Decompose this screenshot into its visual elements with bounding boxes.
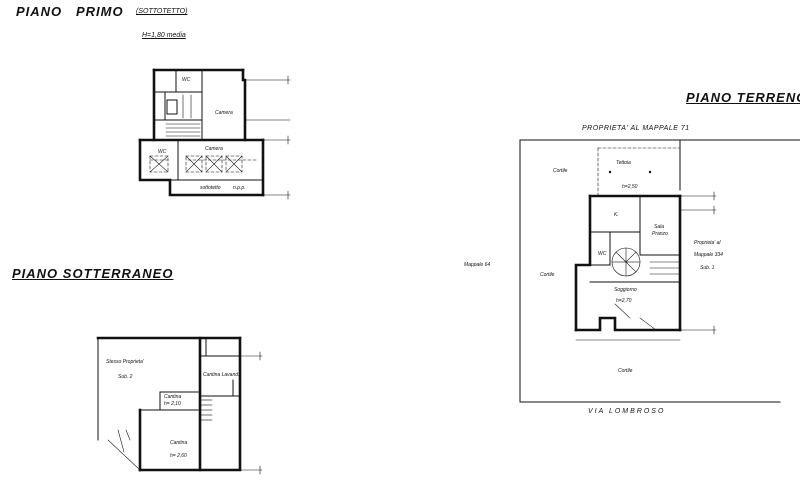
terreno-room-tettoia: Tettoia: [616, 160, 631, 166]
primo-room-sottotetto: sottotetto: [200, 185, 221, 191]
sott-room-cantina-lavanderia: Cantina Lavand.: [203, 372, 240, 378]
sott-room-cantina-big: Cantina: [170, 440, 188, 446]
terreno-room-sala-pranzo-1: Sala: [654, 224, 665, 230]
primo-room-wc-top: WC: [182, 77, 191, 83]
terreno-top-label: PROPRIETA' AL MAPPALE 71: [582, 125, 690, 132]
primo-title-b: PRIMO: [76, 4, 124, 19]
primo-room-camera-right: Camera: [215, 110, 233, 116]
piano-sotterraneo-plan: [96, 336, 263, 475]
sott-room-cantina-small: Cantina: [164, 394, 182, 400]
terreno-room-soggiorno-h: h=2,70: [616, 298, 632, 304]
terreno-room-k: K.: [614, 212, 619, 218]
sott-room-sub: Sub. 2: [118, 374, 133, 380]
terreno-right-label-1: Proprieta' al: [694, 240, 721, 246]
primo-room-camera-mid: Camera: [205, 146, 223, 152]
terreno-room-cortile-left: Cortile: [540, 272, 555, 278]
terreno-right-label-3: Sub. 1: [700, 265, 715, 271]
piano-terreno-plan: [519, 139, 800, 403]
primo-height-note: H=1,80 media: [142, 32, 186, 39]
primo-title-a: PIANO: [16, 4, 63, 19]
sott-room-cantina-big-h: h= 2,60: [170, 453, 187, 459]
terreno-room-sala-pranzo-2: Pranzo: [652, 231, 668, 237]
piano-primo-plan: [138, 68, 291, 200]
terreno-left-label: Mappale 64: [464, 262, 491, 268]
terreno-room-soggiorno: Soggiorno: [614, 287, 637, 293]
terreno-right-label-2: Mappale 334: [694, 252, 723, 258]
sott-room-stesso: Stesso Proprieta': [106, 359, 144, 365]
primo-room-wc-left: WC: [158, 149, 167, 155]
terreno-room-cortile-top: Cortile: [553, 168, 568, 174]
sott-room-cantina-small-h: h= 2,10: [164, 401, 181, 407]
terreno-street: VIA LOMBROSO: [588, 408, 666, 415]
primo-subtitle: (SOTTOTETTO): [136, 8, 188, 15]
terreno-room-tettoia-h: h=2,50: [622, 184, 638, 190]
terreno-room-cortile-bottom: Cortile: [618, 368, 633, 374]
sotterraneo-title: PIANO SOTTERRANEO: [12, 266, 174, 281]
terreno-title: PIANO TERRENO: [686, 90, 800, 105]
terreno-room-wc: WC: [598, 251, 607, 257]
primo-room-sottotetto-note: n.p.p.: [233, 185, 246, 191]
